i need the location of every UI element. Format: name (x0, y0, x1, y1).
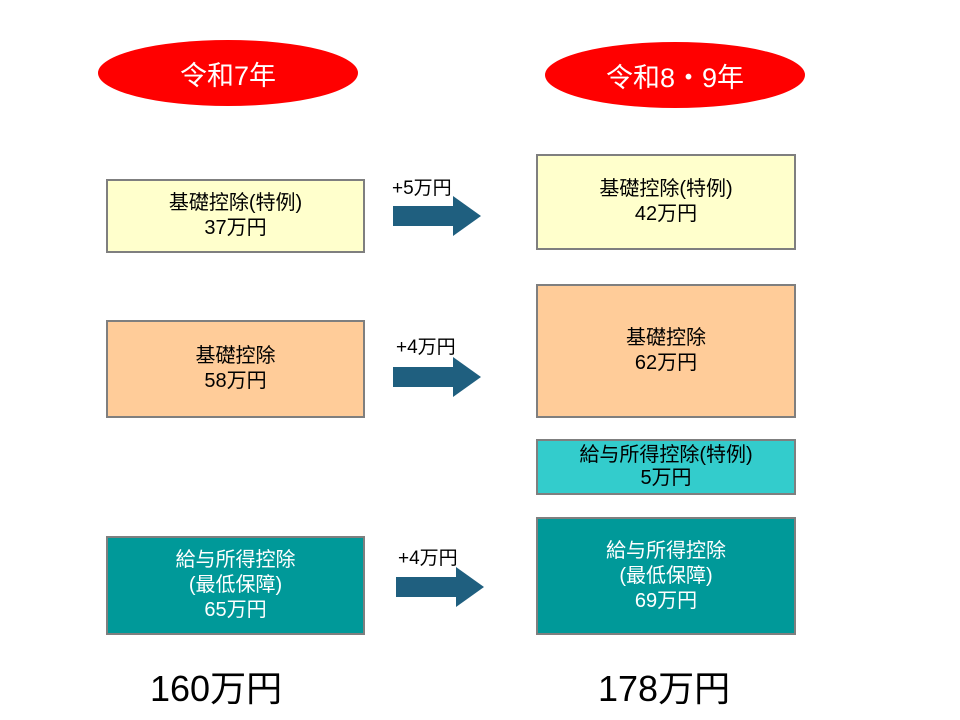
increase-label: +5万円 (392, 178, 452, 199)
year-2025-header: 令和7年 (98, 40, 358, 106)
box-name: 基礎控除 (195, 345, 276, 367)
right-arrow-icon (396, 567, 484, 607)
left-basic-deduction: 基礎控除 58万円 (106, 320, 365, 418)
box-name: 基礎控除(特例) (599, 178, 733, 200)
right-total: 178万円 (598, 668, 731, 709)
box-amount: 37万円 (204, 217, 267, 239)
box-sub: (最低保障) (619, 564, 713, 587)
right-basic-deduction-special: 基礎控除(特例) 42万円 (536, 154, 796, 250)
increase-label: +4万円 (398, 548, 458, 569)
box-name: 給与所得控除(特例) (579, 444, 753, 466)
header-label: 令和8・9年 (605, 62, 745, 93)
box-name: 給与所得控除 (606, 539, 726, 562)
box-amount: 5万円 (640, 467, 692, 489)
right-basic-deduction: 基礎控除 62万円 (536, 284, 796, 418)
increase-label: +4万円 (396, 337, 456, 358)
box-name: 基礎控除 (626, 327, 706, 349)
right-arrow-icon (393, 196, 481, 236)
box-name: 給与所得控除 (175, 549, 296, 571)
box-name: 基礎控除(特例) (168, 192, 303, 214)
left-employment-income-deduction: 給与所得控除 (最低保障) 65万円 (106, 536, 365, 635)
box-sub: (最低保障) (188, 574, 283, 596)
right-employment-income-deduction: 給与所得控除(最低保障)69万円 (536, 517, 796, 635)
box-amount: 65万円 (204, 599, 267, 621)
header-label: 令和7年 (179, 60, 277, 91)
box-amount: 58万円 (204, 370, 267, 392)
left-basic-deduction-special: 基礎控除(特例) 37万円 (106, 179, 365, 253)
right-employment-income-deduction-special: 給与所得控除(特例)5万円 (536, 439, 796, 495)
right-arrow-icon (393, 357, 481, 397)
box-amount: 69万円 (634, 589, 698, 612)
left-total: 160万円 (150, 668, 283, 709)
box-amount: 42万円 (634, 203, 698, 225)
box-amount: 62万円 (634, 352, 698, 374)
year-2026-2027-header: 令和8・9年 (545, 42, 805, 108)
